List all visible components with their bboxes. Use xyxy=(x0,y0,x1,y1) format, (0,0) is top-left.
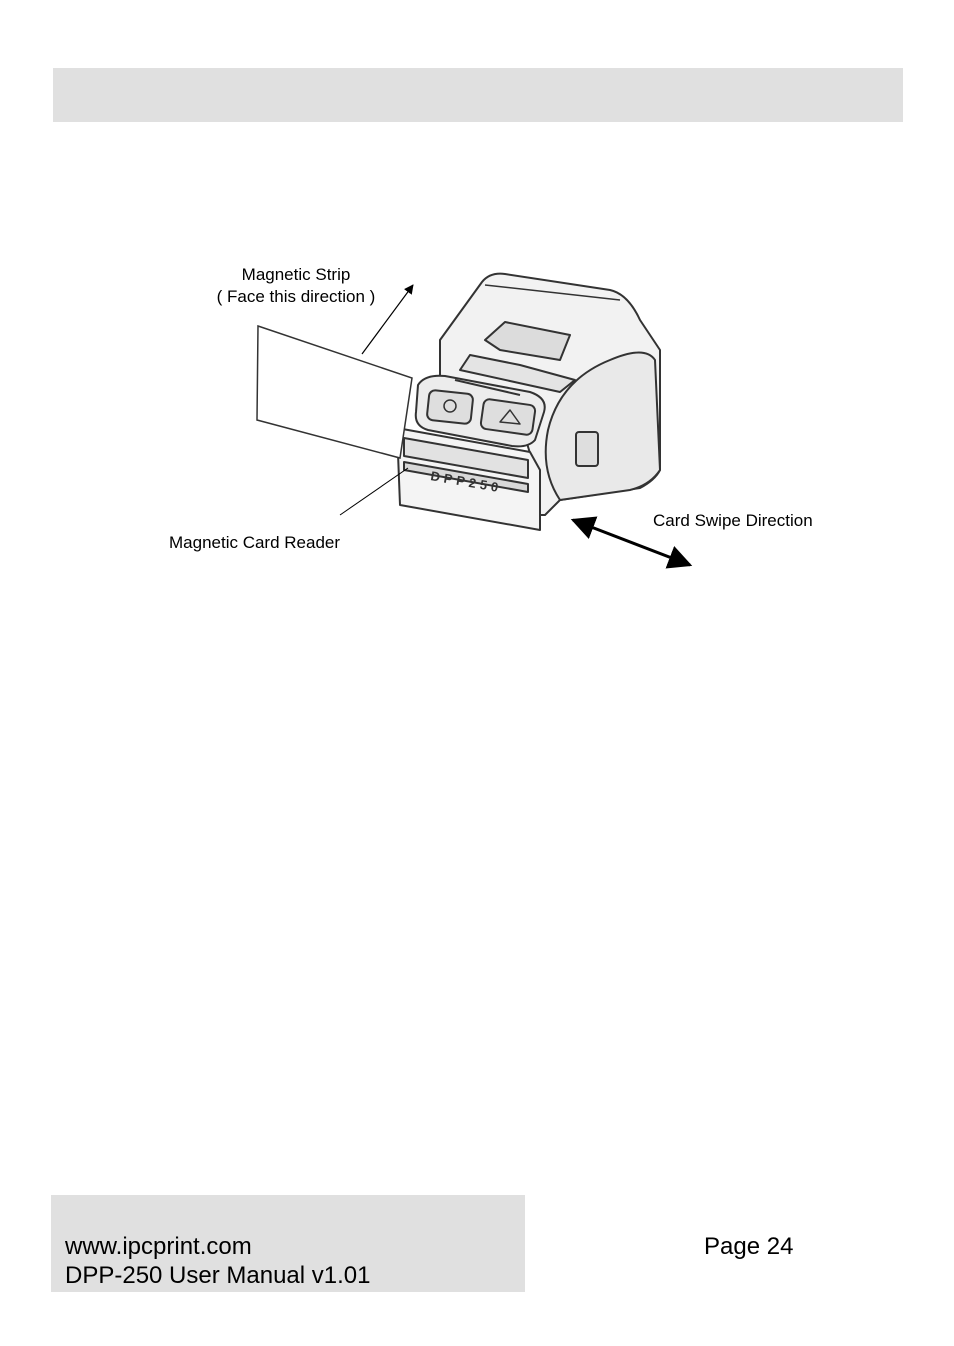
swipe-direction-arrow xyxy=(570,516,693,569)
printer-illustration: DPP250 xyxy=(256,272,693,569)
footer-page-number: Page 24 xyxy=(704,1233,794,1260)
magnetic-card xyxy=(256,324,413,459)
footer-url: www.ipcprint.com xyxy=(65,1233,252,1260)
magnetic-strip-label-line2: ( Face this direction ) xyxy=(216,287,376,306)
magnetic-strip-label-line1: Magnetic Strip xyxy=(241,265,351,284)
swipe-direction-label: Card Swipe Direction xyxy=(653,511,813,530)
footer-band xyxy=(51,1195,525,1292)
magnetic-strip-label: Magnetic Strip ( Face this direction ) xyxy=(196,264,396,308)
card-reader-label: Magnetic Card Reader xyxy=(169,533,341,552)
printer-figure: DPP250 Magnetic Strip ( Face this direct… xyxy=(0,0,954,620)
footer-manual-title: DPP-250 User Manual v1.01 xyxy=(65,1262,371,1289)
header-band xyxy=(53,68,903,122)
reader-leader-line xyxy=(339,467,409,516)
printer-body xyxy=(396,272,661,531)
strip-arrow xyxy=(361,284,414,355)
